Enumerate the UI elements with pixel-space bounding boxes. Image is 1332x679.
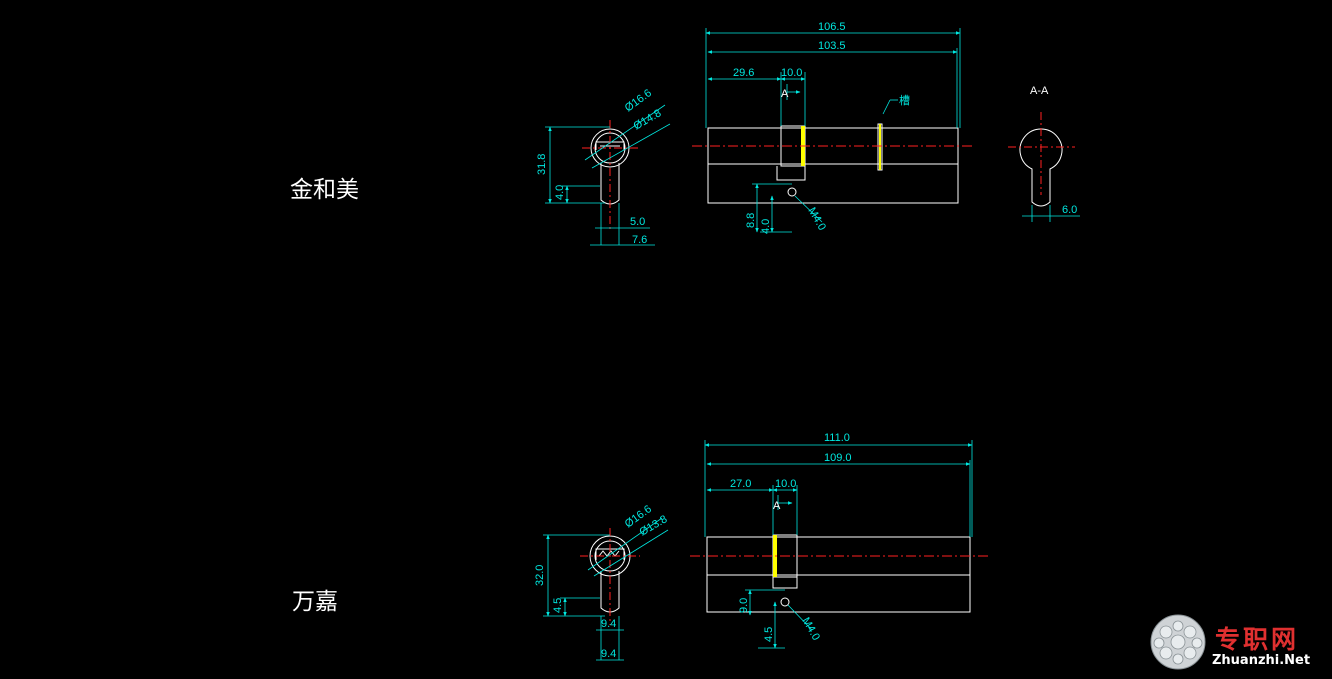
bottom-side-view: [690, 534, 990, 613]
bottom-face-height-small-dim: 4.5: [552, 598, 564, 613]
bottom-face-height-dim: 32.0: [534, 565, 546, 586]
watermark-en: Zhuanzhi.Net: [1212, 653, 1311, 668]
bottom-face-width-large-dim: 9.4: [601, 648, 616, 660]
top-cam-tab: [776, 166, 806, 181]
section-aa-title: A-A: [1030, 85, 1049, 97]
top-groove-highlight: [879, 124, 881, 170]
top-screw-hole: [787, 187, 797, 197]
bottom-face-width-small-dim: 9.4: [601, 618, 616, 630]
top-groove-note: 槽: [899, 94, 910, 107]
top-face-dia-outer-dim: Ø16.6: [623, 87, 654, 114]
top-section-marker: A: [781, 88, 789, 100]
bottom-screw-hole: [780, 597, 790, 607]
top-face-outer-circle: [590, 128, 630, 168]
top-left-length-dim: 29.6: [733, 67, 754, 79]
top-offset-b-dim: 4.0: [760, 219, 772, 234]
bottom-screw-dim: M4.0: [799, 616, 822, 643]
bottom-offset-a-dim: 9.0: [738, 598, 750, 613]
top-face-view: [582, 120, 640, 230]
top-offset-a-dim: 8.8: [745, 213, 757, 228]
bottom-face-view: [580, 528, 640, 625]
section-aa-profile: [1019, 128, 1063, 207]
bottom-cylinder-lower-body: [706, 575, 971, 613]
top-overall-dim: 106.5: [818, 21, 846, 33]
bottom-side-dimensions: [704, 440, 973, 649]
bottom-brand-label: 万嘉: [292, 589, 338, 615]
top-face-height-small-dim: 4.0: [554, 185, 566, 200]
top-face-dimensions: [545, 104, 671, 246]
bottom-section-marker: A: [773, 500, 781, 512]
bottom-cam-dim: 10.0: [775, 478, 796, 490]
section-aa-width-dim: 6.0: [1062, 204, 1077, 216]
top-side-view: [692, 123, 975, 204]
top-cylinder-lower-body: [707, 164, 959, 204]
section-aa-view: [1008, 112, 1075, 207]
top-face-width-small-dim: 5.0: [630, 216, 645, 228]
watermark-logo: [1150, 614, 1206, 670]
bottom-overall-dim: 111.0: [824, 432, 850, 444]
bottom-left-length-dim: 27.0: [730, 478, 751, 490]
bottom-inner-dim: 109.0: [824, 452, 852, 464]
top-inner-dim: 103.5: [818, 40, 846, 52]
bottom-offset-b-dim: 4.5: [763, 627, 775, 642]
watermark-cn: 专职网: [1215, 625, 1300, 654]
bottom-cam-tab: [772, 577, 798, 589]
bottom-face-dimensions: [543, 517, 669, 661]
top-side-dimensions: [705, 28, 961, 233]
top-face-dia-inner-dim: Ø14.8: [632, 107, 664, 132]
top-face-height-dim: 31.8: [536, 154, 548, 175]
section-aa-dimensions: [1022, 205, 1080, 222]
top-screw-dim: M4.0: [805, 206, 828, 233]
top-cam-dim: 10.0: [781, 67, 802, 79]
top-brand-label: 金和美: [290, 177, 359, 203]
top-face-width-large-dim: 7.6: [632, 234, 647, 246]
